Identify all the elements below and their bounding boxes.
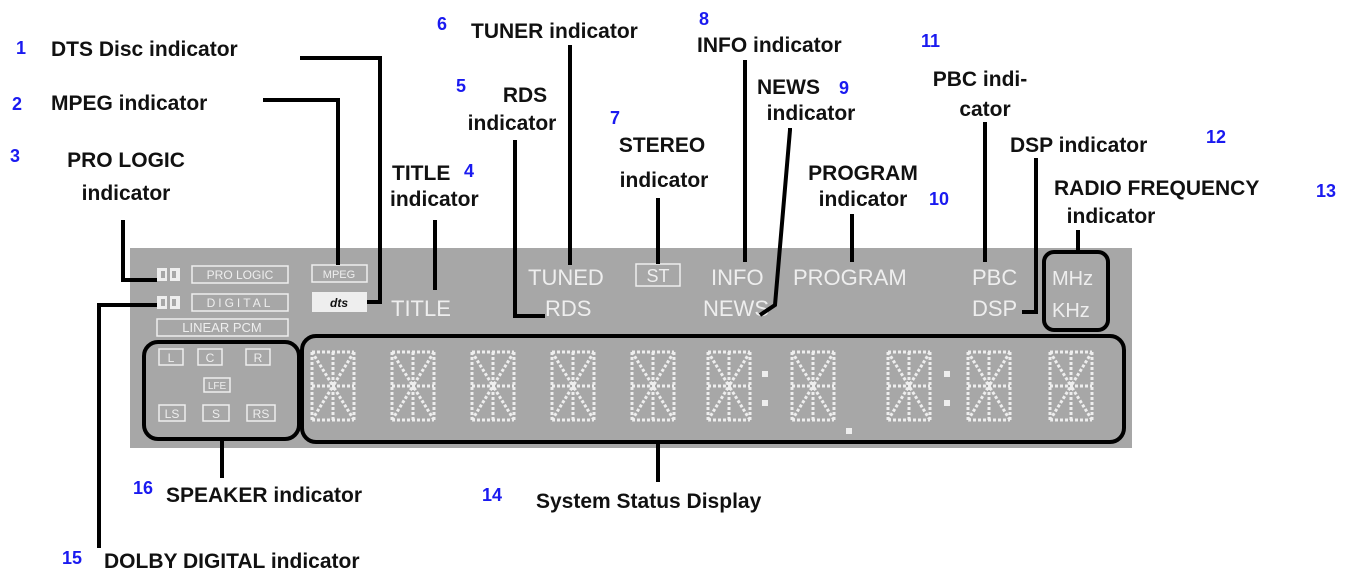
segment-digit-9 (966, 350, 1012, 422)
pbc-display-text: PBC (972, 265, 1017, 290)
speaker-r: R (254, 351, 263, 365)
callout-9-label-line2: indicator (767, 102, 856, 125)
callout-8-label: INFO indicator (697, 34, 842, 57)
linear-pcm-display-text: LINEAR PCM (182, 320, 261, 335)
st-display-text: ST (646, 266, 669, 286)
leader-rds (513, 140, 545, 318)
speaker-l: L (168, 351, 175, 365)
pro-logic-box (191, 265, 289, 284)
callout-15-number: 15 (62, 548, 82, 568)
program-display-text: PROGRAM (793, 265, 907, 290)
digital-box (191, 293, 289, 312)
segment-digits (310, 350, 1094, 422)
callout-9-number: 9 (839, 78, 849, 98)
digit-separators (762, 371, 950, 434)
callout-4-label-line1: TITLE (392, 162, 450, 185)
speaker-rs: RS (253, 407, 270, 421)
callout-6-number: 6 (437, 14, 447, 34)
callout-5-number: 5 (456, 76, 466, 96)
callout-8-number: 8 (699, 9, 709, 29)
dolby-digital-icon (157, 296, 180, 309)
callout-2-label: MPEG indicator (51, 92, 207, 115)
tuned-display-text: TUNED (528, 265, 604, 290)
callout-11-label-line2: cator (959, 98, 1010, 121)
callout-14-number: 14 (482, 485, 502, 505)
callout-5-label-line1: RDS (503, 84, 547, 107)
callout-14-label: System Status Display (536, 490, 762, 513)
callout-1-label: DTS Disc indicator (51, 38, 238, 61)
leader-news (758, 128, 792, 317)
mhz-display-text: MHz (1052, 268, 1093, 290)
callout-7-label-line1: STEREO (619, 134, 705, 157)
callout-3-label-line2: indicator (82, 182, 171, 205)
speaker-lfe: LFE (208, 381, 227, 392)
callout-16-number: 16 (133, 478, 153, 498)
segment-digit-3 (470, 350, 516, 422)
callout-9-label-line1: NEWS (757, 76, 820, 99)
speaker-ls: LS (165, 407, 180, 421)
digital-display-text: DIGITAL (207, 296, 274, 310)
callout-7-label-line2: indicator (620, 169, 709, 192)
segment-digit-4 (550, 350, 596, 422)
pro-logic-display-text: PRO LOGIC (207, 268, 274, 282)
segment-digit-7 (790, 350, 836, 422)
dts-logo (312, 292, 367, 312)
callout-10-label-line2: indicator (819, 188, 908, 211)
callout-12-number: 12 (1206, 127, 1226, 147)
news-display-text: NEWS (703, 296, 769, 321)
speaker-s: S (212, 407, 220, 421)
callout-4-number: 4 (464, 161, 474, 181)
callout-10-number: 10 (929, 189, 949, 209)
callout-15-label: DOLBY DIGITAL indicator (104, 550, 360, 573)
segment-digit-1 (310, 350, 356, 422)
callout-7-number: 7 (610, 108, 620, 128)
segment-digit-5 (630, 350, 676, 422)
linear-pcm-box (156, 318, 289, 337)
leader-dsp (1022, 158, 1038, 314)
callout-3-number: 3 (10, 146, 20, 166)
segment-digit-2 (390, 350, 436, 422)
callout-10-label-line1: PROGRAM (808, 162, 918, 185)
speaker-c: C (206, 351, 215, 365)
leader-mpeg (263, 98, 340, 265)
callout-11-number: 11 (921, 31, 940, 51)
callout-13-label-line1: RADIO FREQUENCY (1054, 177, 1259, 200)
dolby-pro-logic-icon (157, 268, 180, 281)
callout-1-number: 1 (16, 38, 26, 58)
speaker-grid: L C R LFE LS S RS (158, 348, 276, 422)
callout-5-label-line2: indicator (468, 112, 557, 135)
segment-digit-10 (1048, 350, 1094, 422)
callout-13-number: 13 (1316, 181, 1336, 201)
dsp-display-text: DSP (972, 296, 1017, 321)
leader-pro-logic (121, 220, 157, 282)
callout-12-label: DSP indicator (1010, 134, 1147, 157)
mpeg-display-text: MPEG (323, 269, 355, 281)
callout-3-label-line1: PRO LOGIC (67, 149, 185, 172)
khz-display-text: KHz (1052, 300, 1090, 322)
leader-dts (300, 56, 382, 304)
callout-2-number: 2 (12, 94, 22, 114)
leader-dolby-digital (97, 303, 157, 548)
rds-display-text: RDS (545, 296, 591, 321)
title-display-text: TITLE (391, 296, 451, 321)
callout-6-label: TUNER indicator (471, 20, 638, 43)
callout-13-label-line2: indicator (1067, 205, 1156, 228)
callout-4-label-line2: indicator (390, 188, 479, 211)
callout-11-label-line1: PBC indi- (933, 68, 1028, 91)
segment-digit-6 (706, 350, 752, 422)
callout-16-label: SPEAKER indicator (166, 484, 362, 507)
segment-digit-8 (886, 350, 932, 422)
dts-logo-text: dts (330, 296, 348, 310)
info-display-text: INFO (711, 265, 764, 290)
status-display-outline (300, 334, 1126, 444)
